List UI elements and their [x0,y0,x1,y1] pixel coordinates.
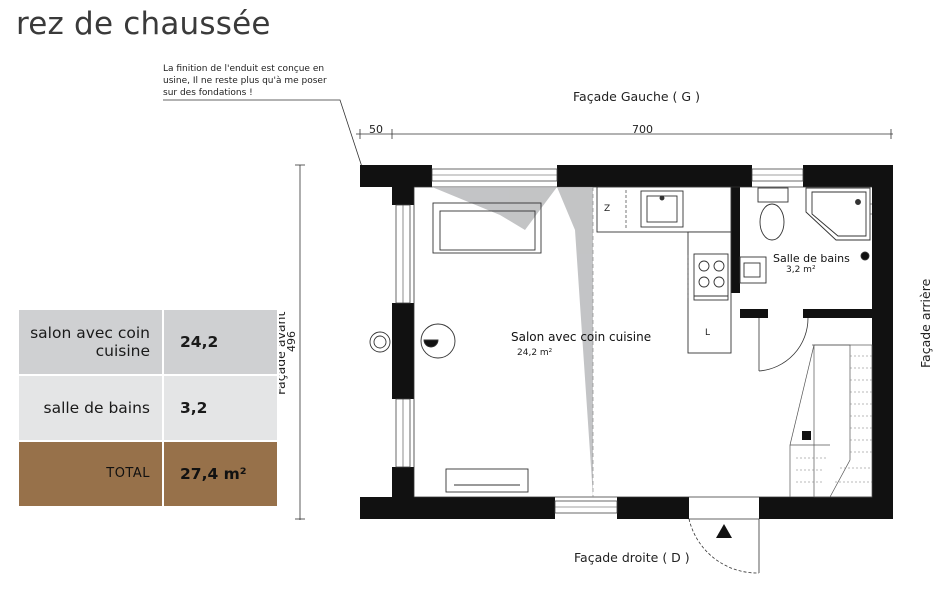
summary-value: 3,2 [162,374,279,442]
sofa [432,202,542,254]
facade-arriere-label: Façade arrière [918,278,933,368]
dimension-lines [295,129,893,520]
fridge-mark: Z [604,204,611,214]
room-label-salon: Salon avec coin cuisine [511,330,652,344]
summary-total-label: TOTAL [17,440,164,508]
dimension-depth: 496 [285,331,298,352]
kitchen [596,186,732,354]
table-row: salle de bains 3,2 [17,374,279,442]
walls [360,165,893,519]
cabinet-mark: L [705,328,711,338]
summary-value: 24,2 [162,308,279,376]
dimension-width: 700 [632,123,653,136]
room-area-salon: 24,2 m² [517,348,553,358]
dining-table [369,323,456,359]
room-area-salle-de-bains: 3,2 m² [786,265,816,275]
light-wedge [432,187,593,497]
bathroom-door [758,317,809,372]
summary-total-value: 27,4 m² [162,440,279,508]
facade-droite-label: Façade droite ( D ) [574,550,690,565]
dimension-left-offset: 50 [369,123,383,136]
stair-post [802,431,811,440]
table-row: salon avec coin cuisine 24,2 [17,308,279,376]
entry-door [688,518,760,574]
entry-arrow-icon [716,524,732,538]
tv-unit [445,468,529,493]
room-label-salle-de-bains: Salle de bains [773,252,850,265]
summary-name: salle de bains [17,374,164,442]
staircase [789,344,873,498]
bathroom-fixtures [739,187,871,284]
facade-gauche-label: Façade Gauche ( G ) [573,89,700,104]
area-summary-table: salon avec coin cuisine 24,2 salle de ba… [17,308,279,508]
page-title: rez de chaussée [16,6,271,42]
summary-name: salon avec coin cuisine [17,308,164,376]
table-row: TOTAL 27,4 m² [17,440,279,508]
note-leader-line [163,99,363,168]
annotation-note: La finition de l'enduit est conçue en us… [163,64,327,98]
